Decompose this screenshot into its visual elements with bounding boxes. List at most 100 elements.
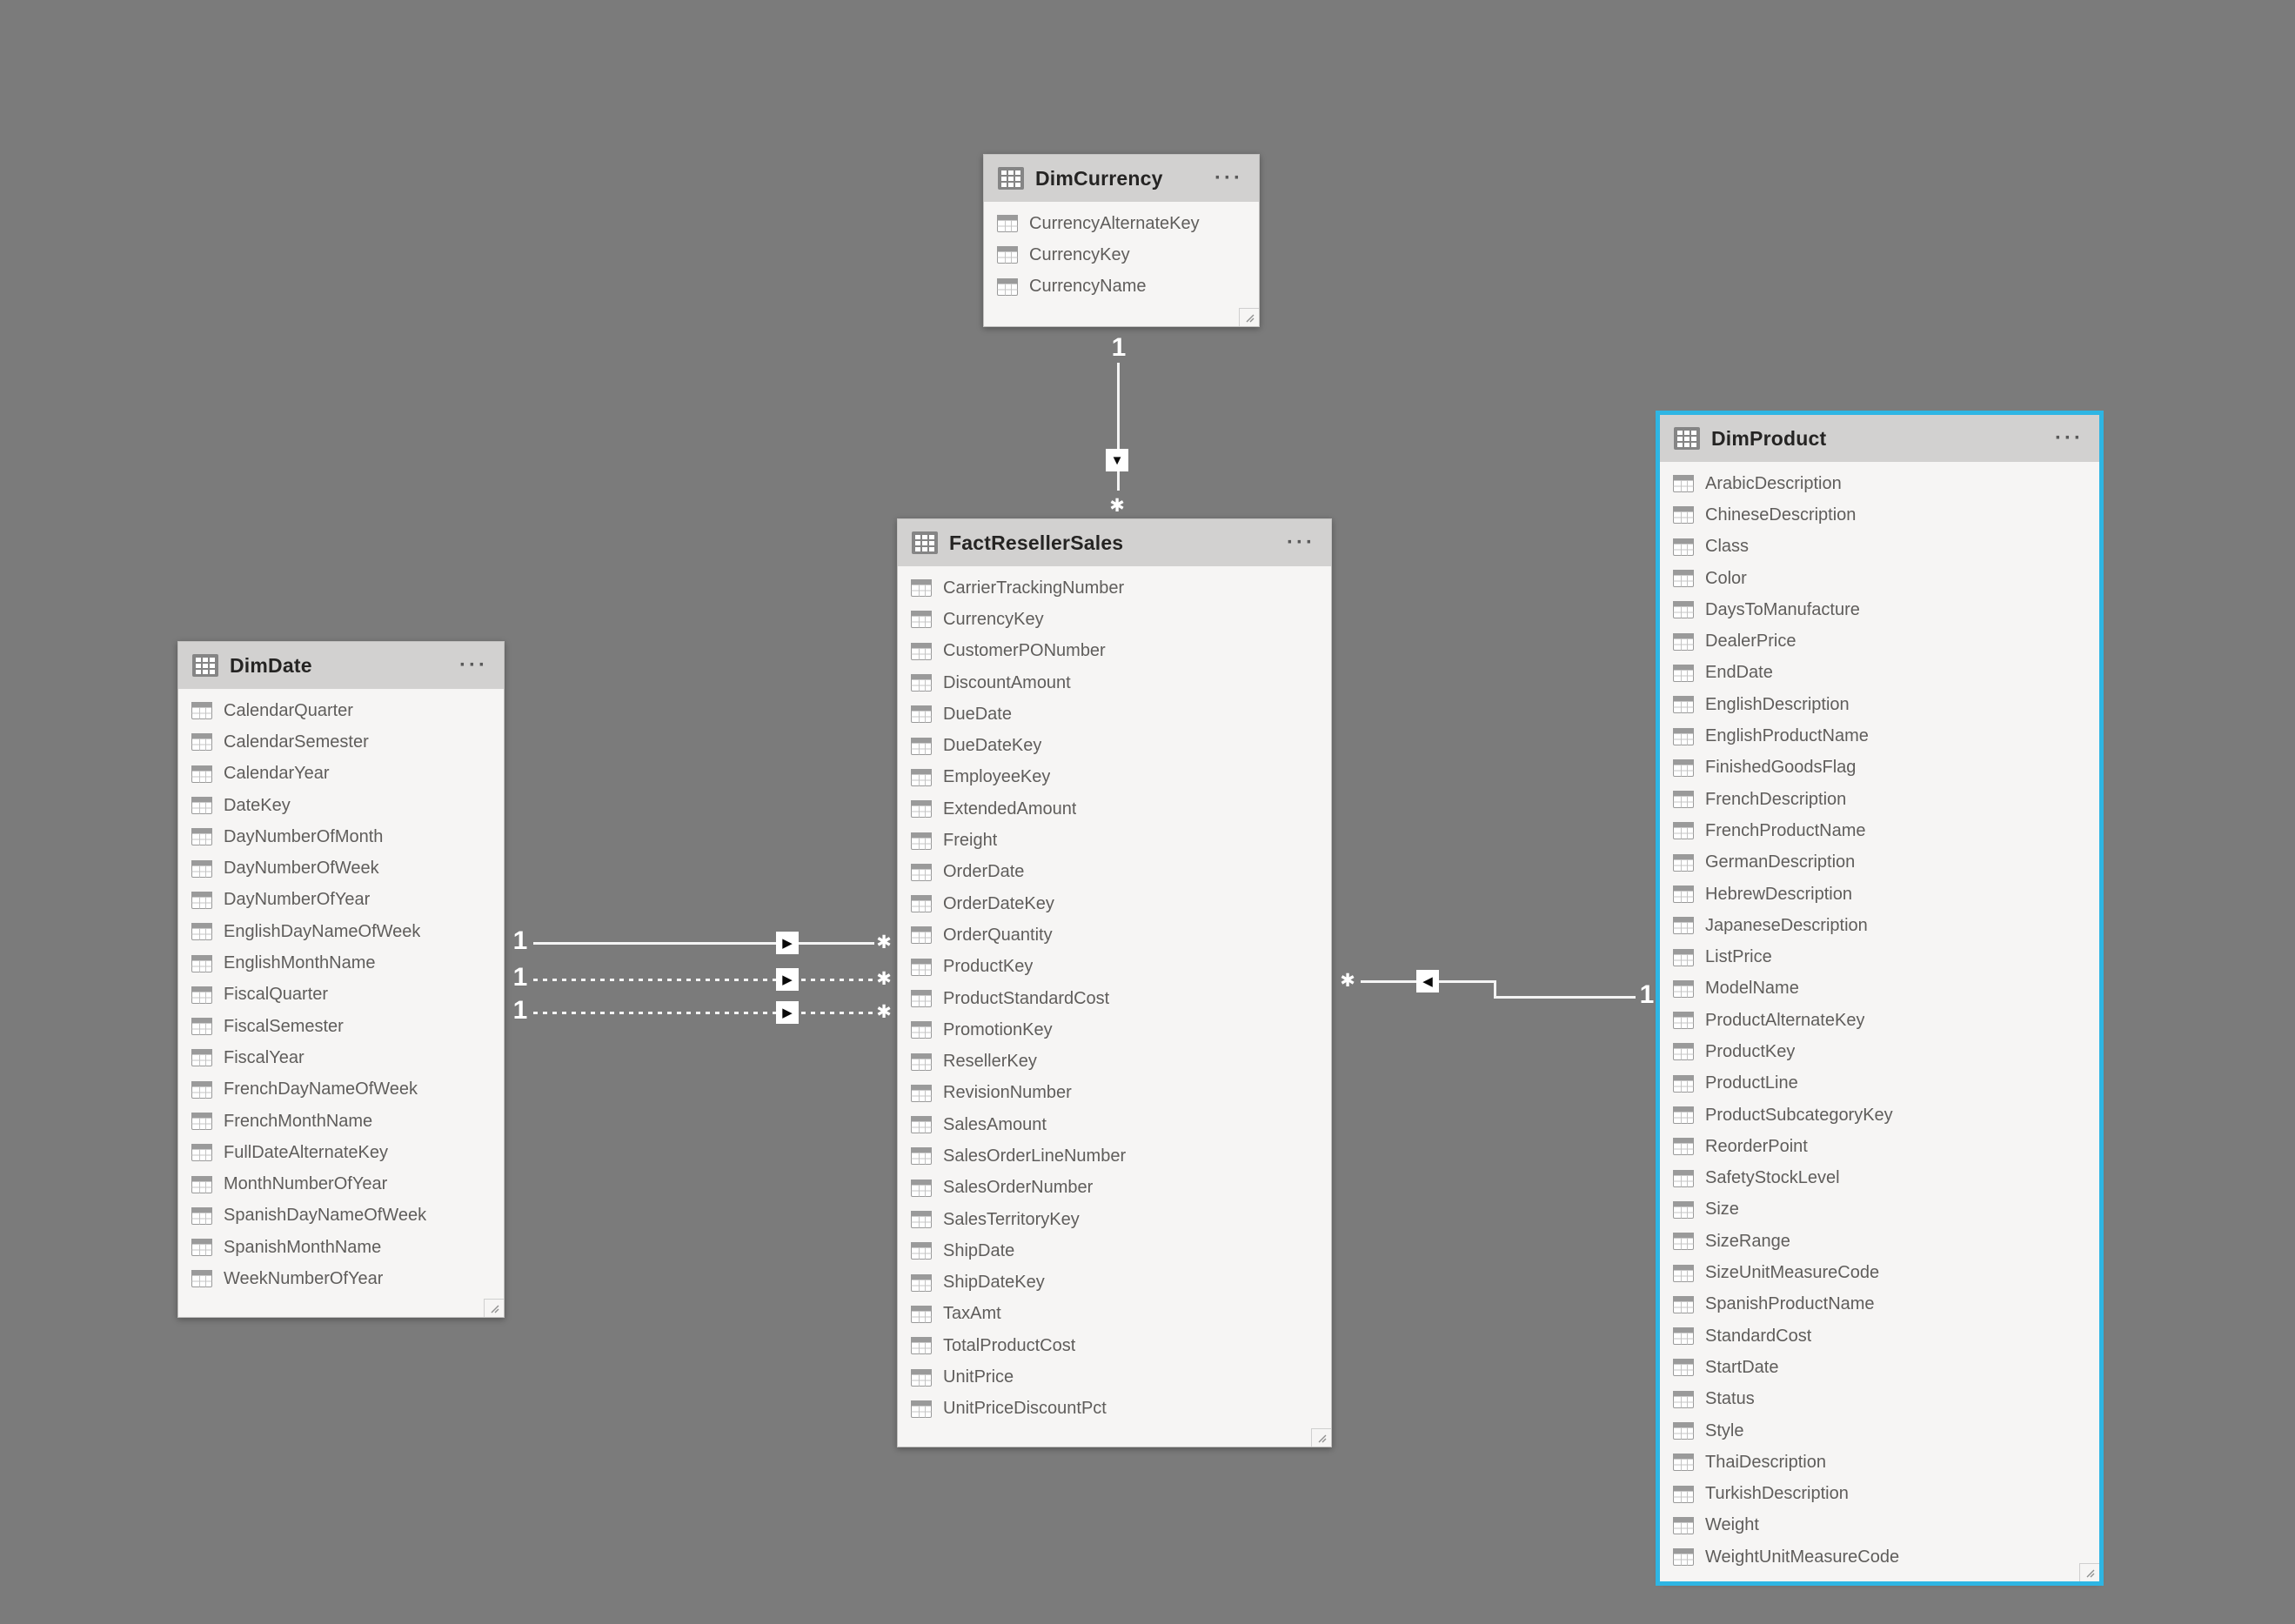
table-header[interactable]: DimDate ··· <box>178 642 504 689</box>
field-row[interactable]: FiscalSemester <box>178 1011 504 1042</box>
crossfilter-arrow-right-icon[interactable]: ▶ <box>776 932 799 954</box>
field-row[interactable]: CalendarSemester <box>178 726 504 758</box>
field-row[interactable]: ProductLine <box>1660 1068 2099 1099</box>
field-row[interactable]: SalesTerritoryKey <box>898 1204 1331 1235</box>
field-row[interactable]: SalesAmount <box>898 1109 1331 1140</box>
field-row[interactable]: DaysToManufacture <box>1660 594 2099 625</box>
resize-grip-icon[interactable] <box>1239 308 1259 326</box>
field-row[interactable]: Class <box>1660 531 2099 563</box>
resize-grip-icon[interactable] <box>484 1299 504 1317</box>
field-row[interactable]: EmployeeKey <box>898 762 1331 793</box>
field-row[interactable]: FrenchMonthName <box>178 1106 504 1137</box>
field-row[interactable]: CalendarYear <box>178 759 504 790</box>
field-row[interactable]: FrenchDescription <box>1660 784 2099 815</box>
field-row[interactable]: ChineseDescription <box>1660 499 2099 531</box>
field-row[interactable]: Weight <box>1660 1510 2099 1541</box>
field-row[interactable]: UnitPriceDiscountPct <box>898 1393 1331 1425</box>
field-row[interactable]: PromotionKey <box>898 1014 1331 1046</box>
field-row[interactable]: EnglishDayNameOfWeek <box>178 916 504 947</box>
table-header[interactable]: FactResellerSales ··· <box>898 519 1331 566</box>
field-row[interactable]: Style <box>1660 1415 2099 1447</box>
field-row[interactable]: SalesOrderNumber <box>898 1173 1331 1204</box>
field-row[interactable]: OrderDate <box>898 857 1331 888</box>
field-row[interactable]: MonthNumberOfYear <box>178 1168 504 1200</box>
field-row[interactable]: TurkishDescription <box>1660 1479 2099 1510</box>
field-row[interactable]: WeekNumberOfYear <box>178 1263 504 1294</box>
field-row[interactable]: SizeUnitMeasureCode <box>1660 1257 2099 1288</box>
field-row[interactable]: StandardCost <box>1660 1320 2099 1352</box>
field-row[interactable]: CurrencyKey <box>898 604 1331 635</box>
field-row[interactable]: ExtendedAmount <box>898 793 1331 825</box>
field-row[interactable]: ListPrice <box>1660 941 2099 972</box>
field-row[interactable]: StartDate <box>1660 1352 2099 1383</box>
field-row[interactable]: FrenchDayNameOfWeek <box>178 1074 504 1106</box>
resize-grip-icon[interactable] <box>1311 1428 1331 1447</box>
field-row[interactable]: CustomerPONumber <box>898 636 1331 667</box>
field-row[interactable]: SpanishProductName <box>1660 1289 2099 1320</box>
field-row[interactable]: UnitPrice <box>898 1361 1331 1393</box>
field-row[interactable]: ShipDateKey <box>898 1267 1331 1299</box>
field-row[interactable]: Freight <box>898 825 1331 856</box>
field-row[interactable]: JapaneseDescription <box>1660 910 2099 941</box>
field-row[interactable]: EnglishDescription <box>1660 689 2099 720</box>
field-row[interactable]: TotalProductCost <box>898 1330 1331 1361</box>
field-row[interactable]: RevisionNumber <box>898 1078 1331 1109</box>
field-row[interactable]: TaxAmt <box>898 1299 1331 1330</box>
field-row[interactable]: WeightUnitMeasureCode <box>1660 1541 2099 1573</box>
more-options-icon[interactable]: ··· <box>2055 426 2084 450</box>
field-row[interactable]: ThaiDescription <box>1660 1447 2099 1478</box>
field-row[interactable]: Size <box>1660 1194 2099 1226</box>
field-row[interactable]: OrderDateKey <box>898 888 1331 919</box>
field-row[interactable]: ProductKey <box>898 952 1331 983</box>
field-row[interactable]: ProductSubcategoryKey <box>1660 1099 2099 1131</box>
field-row[interactable]: EnglishProductName <box>1660 720 2099 752</box>
field-row[interactable]: OrderQuantity <box>898 919 1331 951</box>
field-row[interactable]: FinishedGoodsFlag <box>1660 752 2099 784</box>
field-row[interactable]: FiscalQuarter <box>178 979 504 1011</box>
relationship-line-dimcurrency-fact[interactable] <box>1117 363 1120 491</box>
field-row[interactable]: ProductAlternateKey <box>1660 1005 2099 1036</box>
relationship-line-dimdate-fact-inactive-1[interactable] <box>533 979 874 981</box>
table-header[interactable]: DimCurrency ··· <box>984 155 1259 202</box>
field-row[interactable]: DueDateKey <box>898 730 1331 761</box>
field-row[interactable]: ArabicDescription <box>1660 468 2099 499</box>
relationship-line-dimdate-fact-active[interactable] <box>533 942 874 945</box>
field-row[interactable]: CarrierTrackingNumber <box>898 572 1331 604</box>
field-row[interactable]: ModelName <box>1660 973 2099 1005</box>
field-row[interactable]: ReorderPoint <box>1660 1131 2099 1162</box>
field-row[interactable]: DayNumberOfYear <box>178 885 504 916</box>
field-row[interactable]: SizeRange <box>1660 1226 2099 1257</box>
field-row[interactable]: SpanishDayNameOfWeek <box>178 1200 504 1232</box>
field-row[interactable]: GermanDescription <box>1660 847 2099 879</box>
relationship-line-fact-dimproduct[interactable] <box>1494 980 1496 999</box>
field-row[interactable]: CalendarQuarter <box>178 695 504 726</box>
more-options-icon[interactable]: ··· <box>1287 531 1315 554</box>
resize-grip-icon[interactable] <box>2079 1563 2099 1581</box>
field-row[interactable]: EnglishMonthName <box>178 947 504 979</box>
relationship-line-fact-dimproduct[interactable] <box>1494 996 1636 999</box>
field-row[interactable]: HebrewDescription <box>1660 879 2099 910</box>
field-row[interactable]: DealerPrice <box>1660 625 2099 657</box>
field-row[interactable]: SalesOrderLineNumber <box>898 1140 1331 1172</box>
field-row[interactable]: CurrencyAlternateKey <box>984 208 1259 239</box>
table-card-factresellersales[interactable]: FactResellerSales ··· CarrierTrackingNum… <box>897 518 1332 1447</box>
field-row[interactable]: DueDate <box>898 698 1331 730</box>
more-options-icon[interactable]: ··· <box>459 653 488 677</box>
field-row[interactable]: EndDate <box>1660 658 2099 689</box>
field-row[interactable]: ResellerKey <box>898 1046 1331 1077</box>
more-options-icon[interactable]: ··· <box>1214 166 1243 190</box>
field-row[interactable]: CurrencyName <box>984 271 1259 303</box>
field-row[interactable]: DayNumberOfWeek <box>178 852 504 884</box>
field-row[interactable]: SafetyStockLevel <box>1660 1163 2099 1194</box>
field-row[interactable]: ShipDate <box>898 1235 1331 1266</box>
crossfilter-arrow-left-icon[interactable]: ◀ <box>1416 970 1439 992</box>
crossfilter-arrow-down-icon[interactable]: ▼ <box>1106 449 1128 471</box>
field-row[interactable]: SpanishMonthName <box>178 1232 504 1263</box>
field-row[interactable]: DateKey <box>178 790 504 821</box>
field-row[interactable]: ProductKey <box>1660 1036 2099 1067</box>
field-row[interactable]: ProductStandardCost <box>898 983 1331 1014</box>
